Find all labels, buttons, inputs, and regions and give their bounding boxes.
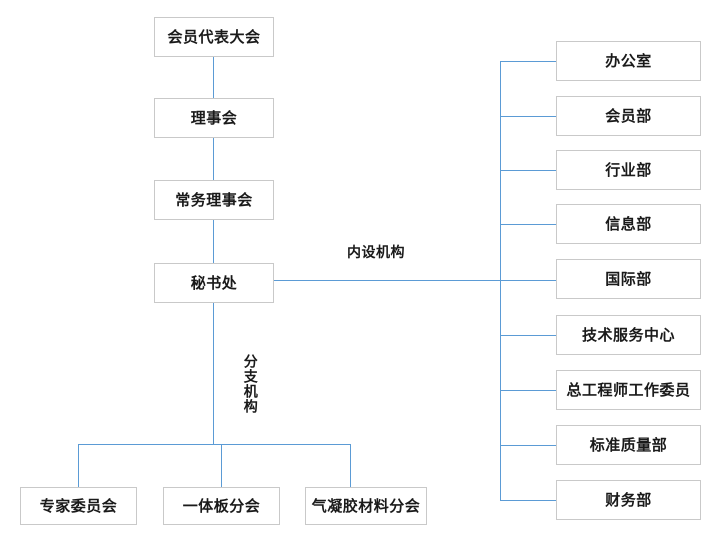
connector-spine-to-standards-quality [500,445,557,447]
node-information-department[interactable]: 信息部 [556,204,701,244]
node-expert-committee[interactable]: 专家委员会 [20,487,137,525]
node-standing-council[interactable]: 常务理事会 [154,180,274,220]
node-industry-department[interactable]: 行业部 [556,150,701,190]
node-integrated-board-branch[interactable]: 一体板分会 [163,487,280,525]
connector-bus-to-aerogel-branch [350,444,352,487]
node-technical-service-center[interactable]: 技术服务中心 [556,315,701,355]
connector-spine-to-industry [500,170,557,172]
node-office[interactable]: 办公室 [556,41,701,81]
connector-secretariat-to-branch-bus [213,303,215,445]
connector-council-to-standing-council [213,138,215,180]
connector-standing-council-to-secretariat [213,220,215,263]
connector-secretariat-to-internal-spine [274,280,501,282]
node-chief-engineer-work-committee[interactable]: 总工程师工作委员 [556,370,701,410]
node-member-assembly[interactable]: 会员代表大会 [154,17,274,57]
connector-spine-to-information [500,224,557,226]
label-branch-organizations: 分支机构 [242,351,258,417]
node-council[interactable]: 理事会 [154,98,274,138]
node-secretariat[interactable]: 秘书处 [154,263,274,303]
node-membership-department[interactable]: 会员部 [556,96,701,136]
connector-spine-to-tech-service-center [500,335,557,337]
connector-bus-to-expert-committee [78,444,80,487]
node-finance-department[interactable]: 财务部 [556,480,701,520]
node-international-department[interactable]: 国际部 [556,259,701,299]
connector-branch-bus [78,444,351,446]
node-aerogel-material-branch[interactable]: 气凝胶材料分会 [305,487,427,525]
connector-spine-to-finance [500,500,557,502]
connector-spine-to-membership [500,116,557,118]
connector-assembly-to-council [213,57,215,98]
connector-bus-to-integrated-board-branch [221,444,223,487]
label-internal-departments: 内设机构 [347,245,405,261]
node-standards-quality-department[interactable]: 标准质量部 [556,425,701,465]
connector-spine-to-international [500,280,557,282]
connector-spine-to-office [500,61,557,63]
connector-spine-to-chief-engineer-committee [500,390,557,392]
